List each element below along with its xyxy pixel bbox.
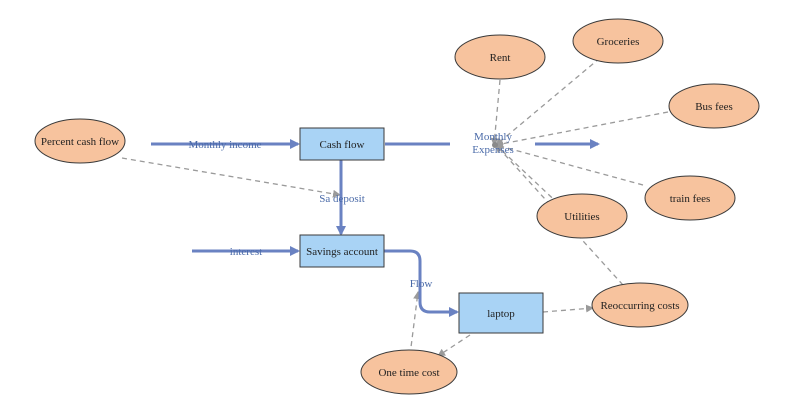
flow-label-sa-deposit[interactable]: Sa deposit: [319, 193, 365, 205]
variable-groceries[interactable]: Groceries: [572, 18, 664, 64]
stock-cash-flow[interactable]: Cash flow: [299, 127, 385, 161]
flow-pipes: [151, 139, 600, 317]
variable-percent-cash-flow[interactable]: Percent cash flow: [34, 118, 126, 164]
connector-trainfees-to-expenses: [495, 142, 644, 186]
variable-train-fees-label: train fees: [670, 193, 711, 205]
variable-utilities[interactable]: Utilities: [536, 193, 628, 239]
flow-label-monthly-expenses-line2[interactable]: Expenses: [472, 144, 514, 156]
variable-reoccurring-costs[interactable]: Reoccurring costs: [591, 282, 689, 328]
flow-pipe-flow: [384, 249, 459, 317]
connector-groceries-to-expenses: [495, 57, 601, 146]
variable-utilities-label: Utilities: [564, 211, 599, 223]
flow-label-monthly-expenses-line1[interactable]: Monthly: [474, 131, 512, 143]
connector-onetime-to-flow: [409, 291, 422, 356]
connector-percent-to-deposit: [121, 157, 341, 198]
flow-label-interest[interactable]: interest: [230, 246, 262, 258]
stock-laptop[interactable]: laptop: [458, 292, 544, 334]
expenses-valve-icon: [492, 142, 498, 148]
connectors: [121, 57, 669, 357]
variable-reoccurring-costs-label: Reoccurring costs: [600, 300, 679, 312]
stock-laptop-label: laptop: [487, 308, 515, 320]
variable-bus-fees[interactable]: Bus fees: [668, 83, 760, 129]
variable-rent[interactable]: Rent: [454, 34, 546, 80]
connector-rent-to-expenses: [490, 79, 501, 146]
connector-busfees-to-expenses: [495, 111, 669, 148]
stock-cash-flow-label: Cash flow: [320, 139, 365, 151]
connector-laptop-to-reoccurring: [542, 304, 594, 313]
flow-label-flow[interactable]: Flow: [410, 278, 433, 290]
variable-one-time-cost-label: One time cost: [378, 367, 439, 379]
variable-rent-label: Rent: [490, 52, 511, 64]
stock-savings-account[interactable]: Savings account: [299, 234, 385, 268]
flow-label-monthly-income[interactable]: Monthly income: [188, 139, 261, 151]
connector-laptop-to-onetime: [437, 334, 471, 357]
stock-savings-account-label: Savings account: [306, 246, 378, 258]
variable-percent-cash-flow-label: Percent cash flow: [41, 136, 119, 148]
variable-groceries-label: Groceries: [597, 36, 640, 48]
variable-one-time-cost[interactable]: One time cost: [360, 349, 458, 395]
variable-bus-fees-label: Bus fees: [695, 101, 733, 113]
variable-train-fees[interactable]: train fees: [644, 175, 736, 221]
connector-utilities-to-expenses: [495, 144, 566, 211]
